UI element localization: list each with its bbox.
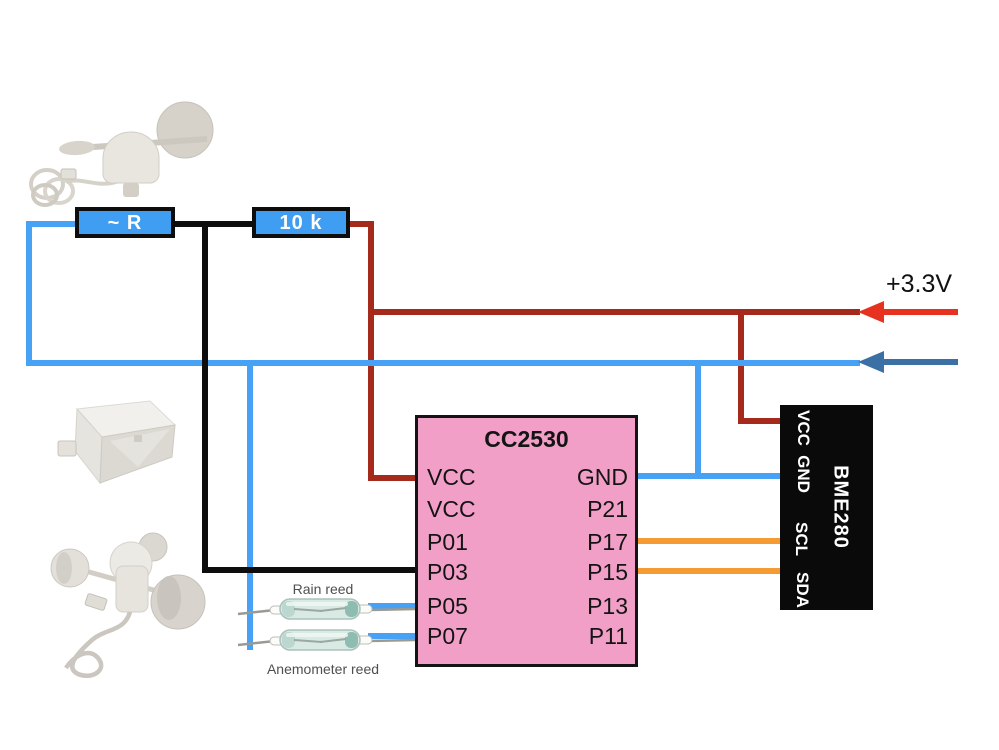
wire-ground-horizontal xyxy=(26,360,860,366)
bme280-title: BME280 xyxy=(829,465,852,549)
rain-reed-label: Rain reed xyxy=(292,581,354,597)
reed-lead-right xyxy=(367,638,416,643)
wire-gnd-vertical xyxy=(695,360,701,479)
pin-p01: P01 xyxy=(427,529,468,555)
ground-arrow-icon xyxy=(858,351,884,373)
pin-vcc-2: VCC xyxy=(427,496,476,522)
pin-vcc-1: VCC xyxy=(427,464,476,490)
wind-vane-stem xyxy=(123,183,139,197)
wire-between-resistors xyxy=(175,221,252,227)
wind-vane-cable-coil2 xyxy=(43,177,75,205)
wire-33v-supply-tail xyxy=(874,309,958,315)
wire-sda xyxy=(636,568,782,574)
wind-vane-photo xyxy=(29,101,214,207)
cc2530-title: CC2530 xyxy=(484,426,569,452)
bme-pin-scl: SCL xyxy=(792,522,811,556)
power-rail-label: +3.3V xyxy=(886,270,953,298)
pin-p07: P07 xyxy=(427,623,468,649)
wire-left-vertical xyxy=(26,221,32,366)
wind-vane-fin xyxy=(156,101,214,159)
pin-p17: P17 xyxy=(587,529,628,555)
wire-divider-vertical xyxy=(202,221,208,573)
resistor-variable-label: ~ R xyxy=(107,211,143,234)
wire-reed-vertical xyxy=(247,360,253,650)
pin-p05: P05 xyxy=(427,593,468,619)
anemometer-cup-left-shade xyxy=(56,552,72,584)
reed-contact-right xyxy=(319,607,347,612)
wire-scl xyxy=(636,538,782,544)
bme-pin-gnd: GND xyxy=(794,455,813,493)
wind-vane-counterweight xyxy=(59,140,95,156)
wire-p03-horizontal xyxy=(202,567,418,573)
pin-p03: P03 xyxy=(427,559,468,585)
rain-gauge-latch xyxy=(134,435,142,442)
wind-vane-body xyxy=(102,131,160,184)
reed-contact-right xyxy=(319,638,347,643)
anemometer-reed-label: Anemometer reed xyxy=(266,661,380,677)
wire-res-input xyxy=(26,221,79,227)
anemometer-photo xyxy=(50,532,206,678)
pin-p15: P15 xyxy=(587,559,628,585)
resistor-10k: 10 k xyxy=(252,207,350,238)
reed-contact-left xyxy=(293,608,323,612)
reed-endcap-right xyxy=(345,632,358,648)
rain-gauge-highlight xyxy=(110,429,170,467)
wire-33v-horizontal xyxy=(368,309,860,315)
reed-contact-left xyxy=(293,639,323,643)
wind-vane-cable-coil3 xyxy=(31,183,59,207)
cc2530-chip: CC2530 VCC VCC P01 P03 P05 P07 GND P21 P… xyxy=(415,415,638,667)
anemometer-reed-switch xyxy=(237,629,416,651)
anemometer-cable xyxy=(64,611,133,678)
wire-rail-vertical-main xyxy=(368,221,374,481)
rain-gauge-photo xyxy=(57,400,177,485)
resistor-10k-label: 10 k xyxy=(279,211,323,234)
anemometer-cup-right-shade xyxy=(157,576,181,620)
wire-p05-stub xyxy=(368,603,418,609)
anemometer-body xyxy=(115,565,149,613)
supply-arrow-icon xyxy=(858,301,884,323)
wire-ground-tail xyxy=(874,359,958,365)
wire-gnd-cc2530-to-bme280 xyxy=(637,473,782,479)
wind-vane-connector xyxy=(60,168,77,180)
reed-endcap-right xyxy=(345,601,358,617)
reed-lead-right xyxy=(367,607,416,612)
reed-glass-highlight xyxy=(286,602,348,606)
wire-vcc-into-cc2530 xyxy=(368,475,418,481)
bme280-module: VCC GND SCL SDA BME280 xyxy=(780,405,873,610)
resistor-variable: ~ R xyxy=(75,207,175,238)
wire-p07-stub xyxy=(368,633,418,639)
wire-10k-to-rail xyxy=(350,221,374,227)
wire-rail-vertical-bme xyxy=(738,309,744,424)
rain-reed-switch xyxy=(237,598,416,620)
pin-gnd: GND xyxy=(576,464,628,490)
pin-p11: P11 xyxy=(588,623,628,649)
wire-vcc-into-bme280 xyxy=(738,418,782,424)
bme-pin-sda: SDA xyxy=(793,572,812,608)
pin-p13: P13 xyxy=(587,593,628,619)
rain-gauge-connector xyxy=(57,440,77,457)
bme-pin-vcc: VCC xyxy=(794,410,813,446)
pin-p21: P21 xyxy=(587,496,628,522)
reed-glass-highlight xyxy=(286,633,348,637)
anemometer-connector xyxy=(84,593,108,611)
